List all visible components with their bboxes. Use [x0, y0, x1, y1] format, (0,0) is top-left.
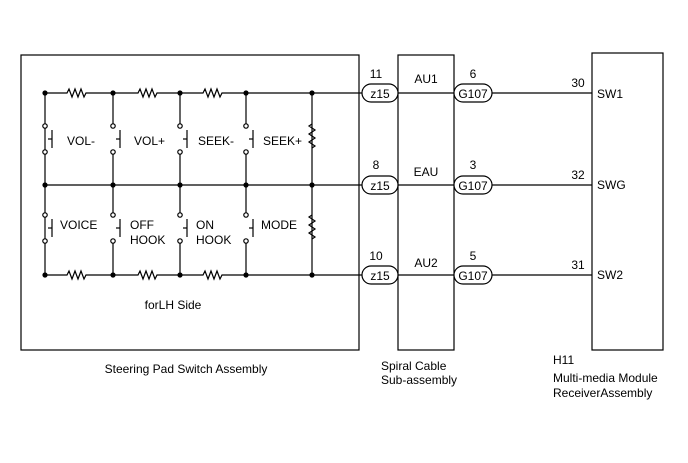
z15-connector-pill-1: [361, 83, 399, 103]
switch-contact-top-bottom-2: [110, 212, 116, 218]
switch-label-vol-minus: VOL-: [67, 134, 95, 148]
switch-contact-bottom-top-4: [243, 149, 249, 155]
left-pin-3: 10: [369, 249, 383, 263]
switch-contact-bottom-top-3: [177, 149, 183, 155]
steering-pad-switch-box: [20, 54, 360, 351]
bottom-rail-wire: [45, 269, 362, 281]
left-pin-2: 8: [373, 158, 380, 172]
g107-connector-pill-1: [453, 83, 493, 103]
switch-contact-bottom-bottom-4: [243, 238, 249, 244]
junction-dot-9: [243, 182, 249, 188]
left-pin-1: 11: [370, 67, 383, 81]
receiver-box: [591, 52, 664, 351]
spiral-cable-box: [397, 54, 455, 351]
top-rail-wire: [45, 87, 362, 99]
signal-au1: AU1: [414, 72, 438, 86]
terminal-sw2: SW2: [597, 268, 623, 282]
switch-label-seek-plus: SEEK+: [263, 134, 302, 148]
receiver-title-line-2: ReceiverAssembly: [553, 386, 652, 400]
steering-pad-title: Steering Pad Switch Assembly: [105, 362, 268, 376]
receiver-pin-2: 32: [571, 168, 585, 182]
signal-eau: EAU: [414, 165, 439, 179]
signal-au2: AU2: [414, 256, 438, 270]
right-pin-1: 6: [470, 67, 477, 81]
switch-label-mode: MODE: [261, 218, 297, 232]
g107-label-2: G107: [458, 179, 488, 193]
switch-contact-bottom-bottom-2: [110, 238, 116, 244]
junction-dot-13: [177, 272, 183, 278]
receiver-pin-3: 31: [571, 258, 585, 272]
junction-dot-3: [177, 90, 183, 96]
z15-label-3: z15: [370, 269, 390, 283]
switch-contact-bottom-bottom-1: [42, 238, 48, 244]
z15-label-2: z15: [370, 179, 390, 193]
junction-dot-8: [177, 182, 183, 188]
switch-label-seek-minus: SEEK-: [198, 134, 234, 148]
z15-connector-pill-3: [361, 265, 399, 285]
switch-contact-top-top-1: [42, 123, 48, 129]
junction-dot-2: [110, 90, 116, 96]
junction-dot-15: [309, 272, 315, 278]
g107-connector-pill-3: [453, 265, 493, 285]
switch-contact-top-bottom-1: [42, 212, 48, 218]
right-resistor-upper: [307, 123, 317, 149]
switch-label-hook-2: HOOK: [196, 233, 231, 247]
switch-label-on: ON: [196, 218, 214, 232]
receiver-code: H11: [553, 353, 574, 367]
junction-dot-1: [42, 90, 48, 96]
switch-contact-top-bottom-3: [177, 212, 183, 218]
junction-dot-11: [42, 272, 48, 278]
switch-label-voice: VOICE: [60, 218, 97, 232]
right-pin-2: 3: [470, 158, 477, 172]
z15-label-1: z15: [370, 87, 390, 101]
spiral-cable-title-line-2: Sub-assembly: [381, 373, 457, 387]
terminal-sw1: SW1: [597, 87, 623, 101]
g107-connector-pill-2: [453, 175, 493, 195]
g107-label-3: G107: [458, 269, 488, 283]
g107-label-1: G107: [458, 87, 488, 101]
junction-dot-4: [243, 90, 249, 96]
right-resistor-lower: [307, 214, 317, 240]
spiral-cable-title-line-1: Spiral Cable: [381, 359, 447, 373]
switch-contact-top-top-4: [243, 123, 249, 129]
side-note: forLH Side: [145, 298, 202, 312]
switch-label-off: OFF: [130, 218, 154, 232]
switch-contact-bottom-bottom-3: [177, 238, 183, 244]
switch-contact-bottom-top-1: [42, 149, 48, 155]
switch-contact-top-top-2: [110, 123, 116, 129]
terminal-swg: SWG: [597, 178, 626, 192]
switch-label-vol-plus: VOL+: [134, 134, 165, 148]
right-pin-3: 5: [470, 249, 477, 263]
junction-dot-5: [309, 90, 315, 96]
switch-contact-top-bottom-4: [243, 212, 249, 218]
switch-contact-top-top-3: [177, 123, 183, 129]
junction-dot-12: [110, 272, 116, 278]
switch-label-hook-1: HOOK: [130, 233, 165, 247]
junction-dot-7: [110, 182, 116, 188]
junction-dot-6: [42, 182, 48, 188]
junction-dot-10: [309, 182, 315, 188]
receiver-pin-1: 30: [571, 76, 585, 90]
receiver-title-line-1: Multi-media Module: [553, 371, 658, 385]
switch-contact-bottom-top-2: [110, 149, 116, 155]
junction-dot-14: [243, 272, 249, 278]
z15-connector-pill-2: [361, 175, 399, 195]
